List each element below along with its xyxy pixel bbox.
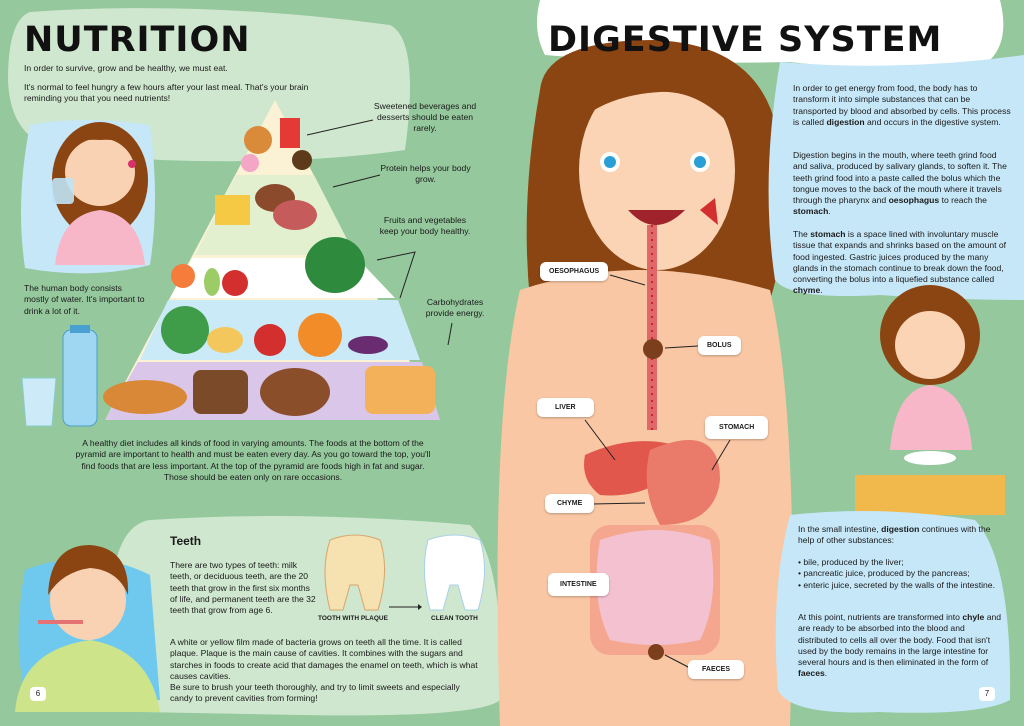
list-item: • pancreatic juice, produced by the panc… (798, 568, 970, 579)
table (855, 475, 1005, 515)
girl-drinking-illustration (52, 122, 148, 265)
diet-text: A healthy diet includes all kinds of foo… (75, 438, 431, 482)
boy-brushing-illustration (15, 545, 160, 712)
page-title-digestive-system: DIGESTIVE SYSTEM (548, 20, 943, 60)
digestion-paragraph-5: At this point, nutrients are transformed… (798, 612, 1002, 679)
teeth-text-2: A white or yellow film made of bacteria … (170, 637, 478, 681)
girl-eating-illustration (880, 285, 980, 465)
text-bubble-bottom (775, 511, 1011, 713)
digestion-paragraph-3: The stomach is a space lined with involu… (793, 229, 1007, 296)
clean-tooth-label: CLEAN TOOTH (431, 615, 478, 622)
water-glass (21, 377, 57, 427)
teeth-bubble (109, 516, 501, 716)
intro-text-1: In order to survive, grow and be healthy… (24, 63, 228, 73)
intro-text-2: It's normal to feel hungry a few hours a… (24, 82, 309, 104)
pyramid-note-sweets: Sweetened beverages and desserts should … (373, 101, 477, 133)
label-liver: LIVER (537, 398, 594, 417)
digestion-paragraph-2: Digestion begins in the mouth, where tee… (793, 150, 1007, 217)
pyramid-note-carbs: Carbohydrates provide energy. (425, 297, 485, 318)
clean-tooth (423, 534, 486, 611)
label-intestine: INTESTINE (548, 573, 609, 596)
list-item: • enteric juice, secreted by the walls o… (798, 579, 995, 590)
digestion-paragraph-4: In the small intestine, digestion contin… (798, 524, 991, 546)
label-faeces: FAECES (688, 660, 745, 679)
list-item: • bile, produced by the liver; (798, 557, 904, 567)
tooth-with-plaque (324, 534, 386, 611)
page-title-nutrition: NUTRITION (24, 20, 251, 60)
label-bolus: BOLUS (698, 336, 741, 355)
water-note: The human body consists mostly of water.… (24, 283, 145, 316)
label-stomach: STOMACH (705, 416, 769, 439)
text-bubble-top (768, 55, 1024, 300)
label-oesophagus: OESOPHAGUS (540, 262, 609, 281)
teeth-text-1: There are two types of teeth: milk teeth… (170, 560, 316, 616)
pyramid-note-fruits: Fruits and vegetables keep your body hea… (379, 215, 471, 236)
digestion-paragraph-1: In order to get energy from food, the bo… (793, 83, 1011, 127)
page-number-right: 7 (979, 687, 995, 701)
teeth-text-3: Be sure to brush your teeth thoroughly, … (170, 682, 460, 704)
teeth-heading: Teeth (170, 534, 202, 548)
tooth-with-plaque-label: TOOTH WITH PLAQUE (318, 615, 388, 622)
label-chyme: CHYME (545, 494, 595, 513)
pyramid-note-protein: Protein helps your body grow. (380, 163, 471, 184)
substances-list: • bile, produced by the liver; • pancrea… (798, 557, 1003, 591)
page-number-left: 6 (30, 687, 46, 701)
food-pyramid (103, 100, 440, 420)
water-bottle (62, 329, 98, 427)
organ-pointers (584, 274, 731, 669)
human-body-illustration (497, 40, 793, 726)
pyramid-pointers (306, 119, 453, 346)
